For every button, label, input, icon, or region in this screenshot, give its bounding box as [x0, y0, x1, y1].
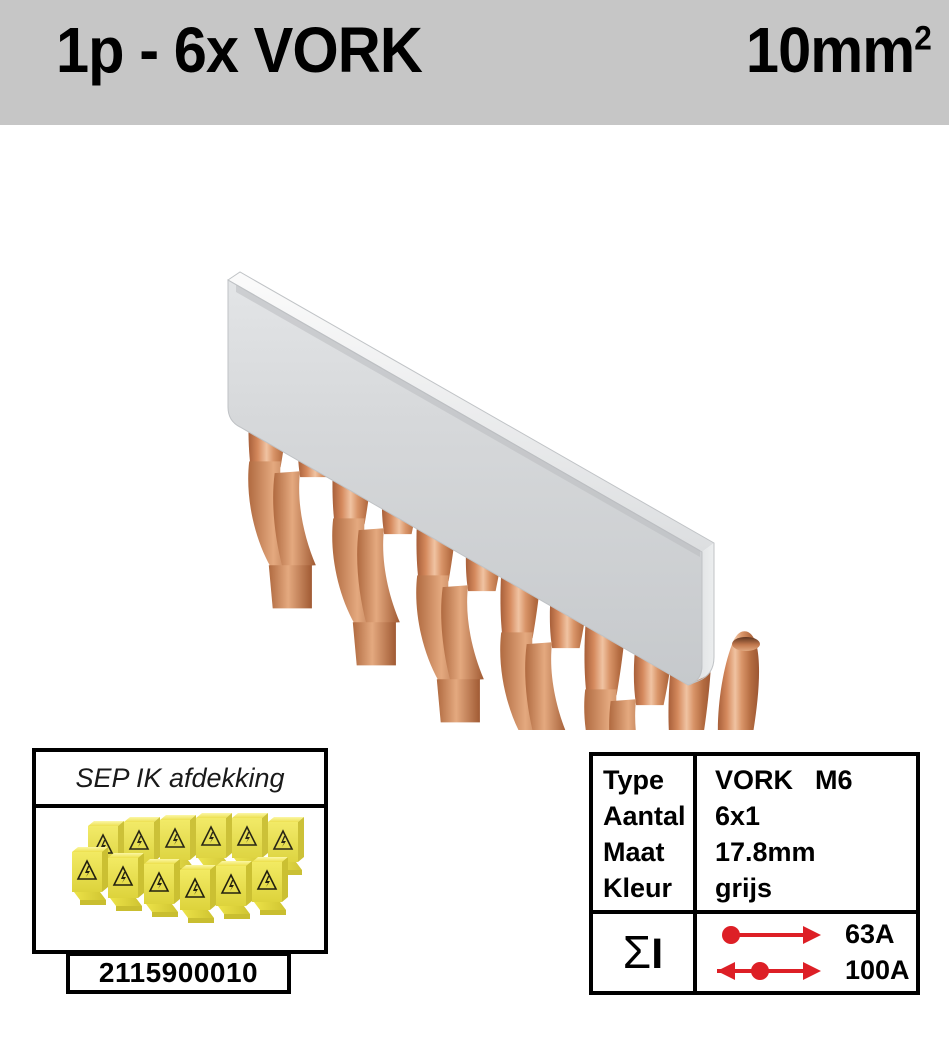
current-ratings-list: 63A 100A	[697, 914, 916, 991]
spec-value-type: VORK M6	[715, 762, 916, 798]
cross-section-value: 10mm	[746, 14, 915, 86]
accessory-title: SEP IK afdekking	[75, 762, 285, 793]
spec-value-type-extra: M6	[815, 765, 853, 795]
current-rating-center-feed: 100A	[703, 953, 916, 989]
current-rating-end-feed-label: 63A	[845, 919, 895, 949]
current-rating-center-feed-label: 100A	[845, 955, 910, 985]
accessory-part-number: 2115900010	[98, 957, 259, 988]
cross-section-label: 10mm2	[746, 13, 932, 87]
sum-current-symbol: ΣI	[593, 914, 697, 991]
spec-value-maat: 17.8mm	[715, 837, 816, 867]
header-bar: 1p - 6x VORK 10mm2	[0, 0, 949, 125]
accessory-image	[36, 808, 324, 950]
spec-key-aantal: Aantal	[603, 801, 686, 831]
cross-section-superscript: 2	[914, 19, 932, 58]
end-feed-arrow-icon	[722, 925, 821, 944]
insulated-rail	[227, 271, 715, 686]
page-title: 1p - 6x VORK	[56, 14, 423, 86]
spec-value-aantal: 6x1	[715, 801, 761, 831]
spec-key-column: Type Aantal Maat Kleur	[593, 756, 697, 910]
accessory-header: SEP IK afdekking	[36, 752, 324, 808]
spec-value-type-main: VORK	[715, 765, 794, 795]
current-rating-end-feed: 63A	[703, 917, 916, 953]
spec-key-maat: Maat	[603, 837, 665, 867]
spec-key-type: Type	[603, 765, 665, 795]
spec-value-column: VORK M6 6x1 17.8mm grijs	[697, 756, 916, 910]
spec-key-kleur: Kleur	[603, 873, 673, 903]
product-photo	[0, 125, 949, 730]
spec-main-rows: Type Aantal Maat Kleur VORK M6 6x1 17.8mm…	[593, 756, 916, 914]
insulation-covers-illustration	[71, 812, 305, 924]
center-feed-arrow-icon	[717, 961, 821, 980]
spec-table: Type Aantal Maat Kleur VORK M6 6x1 17.8mm…	[589, 752, 920, 995]
busbar-illustration	[227, 271, 760, 730]
spec-current-row: ΣI 63A 100A	[593, 914, 916, 991]
current-symbol-i: I	[651, 930, 664, 978]
accessory-box: SEP IK afdekking	[32, 748, 328, 954]
sigma-icon: Σ	[622, 926, 652, 978]
spec-value-kleur: grijs	[715, 873, 773, 903]
accessory-part-number-box: 2115900010	[66, 952, 291, 994]
